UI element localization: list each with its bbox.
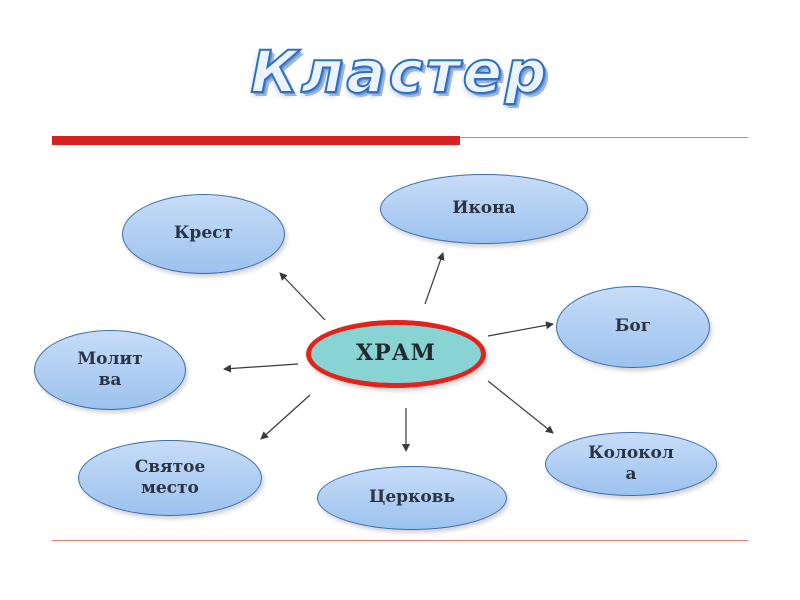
node-kolokola: Колокол а — [545, 432, 717, 496]
arrow-to-bog — [487, 321, 554, 337]
node-label-line-2: а — [625, 464, 637, 484]
node-label-line-1: Молит — [77, 348, 143, 369]
node-ikona: Икона — [380, 174, 588, 244]
node-label: Церковь — [368, 487, 456, 508]
node-bog: Бог — [556, 286, 710, 368]
slide-title: Кластер — [250, 37, 550, 107]
bottom-divider — [52, 540, 748, 541]
node-label: Бог — [614, 316, 652, 337]
arrow-to-krest — [279, 272, 326, 321]
arrow-to-svyatoe-mesto — [260, 394, 311, 440]
center-node: ХРАМ — [306, 320, 486, 388]
node-label-line-1: Святое — [134, 456, 206, 477]
node-tserkov: Церковь — [317, 466, 507, 530]
arrow-to-molitva — [223, 363, 299, 373]
arrow-to-ikona — [424, 252, 445, 305]
node-label-line-2: место — [141, 478, 199, 498]
node-krest: Крест — [122, 194, 285, 274]
node-svyatoe-mesto: Святое место — [78, 440, 262, 516]
node-label: Крест — [173, 223, 234, 244]
node-label-line-1: Колокол — [588, 442, 674, 463]
center-node-label: ХРАМ — [356, 340, 436, 367]
top-accent-bar — [52, 136, 460, 145]
node-molitva: Молит ва — [34, 330, 186, 410]
arrow-to-kolokola — [487, 380, 554, 434]
node-label-line-2: ва — [98, 370, 122, 390]
node-label: Икона — [452, 198, 516, 219]
